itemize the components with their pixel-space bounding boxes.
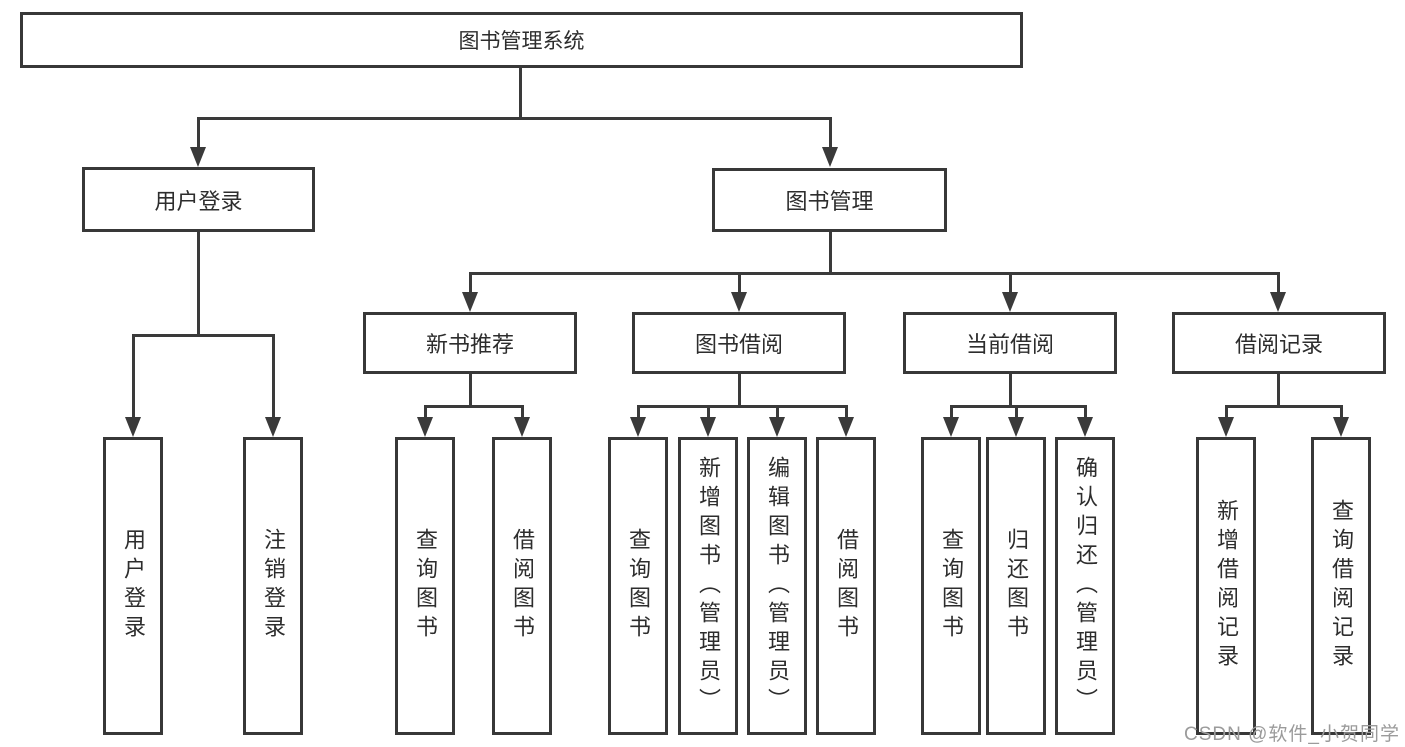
connector-line — [197, 117, 200, 149]
connector-line — [1009, 272, 1012, 294]
node-library-management-system: 图书管理系统 — [20, 12, 1023, 68]
leaf-logout: 注销登录 — [243, 437, 303, 735]
leaf-borrow-books: 借阅图书 — [816, 437, 876, 735]
arrow-down-icon — [943, 417, 959, 437]
connector-line — [197, 117, 831, 120]
leaf-query-books-current: 查询图书 — [921, 437, 981, 735]
arrow-down-icon — [1002, 292, 1018, 312]
node-user-login: 用户登录 — [82, 167, 315, 232]
node-new-book-recommendation: 新书推荐 — [363, 312, 577, 374]
arrow-down-icon — [1270, 292, 1286, 312]
connector-line — [707, 405, 710, 419]
connector-line — [424, 405, 524, 408]
arrow-down-icon — [514, 417, 530, 437]
arrow-down-icon — [462, 292, 478, 312]
connector-line — [521, 405, 524, 419]
arrow-down-icon — [630, 417, 646, 437]
leaf-add-borrow-record: 新增借阅记录 — [1196, 437, 1256, 735]
node-book-management: 图书管理 — [712, 168, 947, 232]
connector-line — [1277, 272, 1280, 294]
arrow-down-icon — [1077, 417, 1093, 437]
connector-line — [738, 272, 741, 294]
connector-line — [272, 334, 275, 419]
leaf-add-books-admin: 新增图书（管理员） — [678, 437, 738, 735]
connector-line — [950, 405, 953, 419]
leaf-confirm-return-admin: 确认归还（管理员） — [1055, 437, 1115, 735]
csdn-watermark: CSDN @软件_小贺同学 — [1184, 724, 1400, 745]
connector-line — [738, 374, 741, 406]
leaf-edit-books-admin: 编辑图书（管理员） — [747, 437, 807, 735]
connector-line — [424, 405, 427, 419]
node-borrowing-records: 借阅记录 — [1172, 312, 1386, 374]
connector-line — [197, 232, 200, 335]
connector-line — [845, 405, 848, 419]
arrow-down-icon — [769, 417, 785, 437]
arrow-down-icon — [417, 417, 433, 437]
node-current-borrowing: 当前借阅 — [903, 312, 1117, 374]
leaf-user-login: 用户登录 — [103, 437, 163, 735]
arrow-down-icon — [731, 292, 747, 312]
arrow-down-icon — [700, 417, 716, 437]
connector-line — [469, 272, 472, 294]
leaf-query-borrow-record: 查询借阅记录 — [1311, 437, 1371, 735]
connector-line — [1225, 405, 1343, 408]
connector-line — [1277, 374, 1280, 406]
connector-line — [776, 405, 779, 419]
connector-line — [132, 334, 135, 419]
arrow-down-icon — [822, 147, 838, 167]
arrow-down-icon — [265, 417, 281, 437]
arrow-down-icon — [125, 417, 141, 437]
node-book-borrowing: 图书借阅 — [632, 312, 846, 374]
connector-line — [519, 68, 522, 118]
leaf-return-books: 归还图书 — [986, 437, 1046, 735]
leaf-query-books-borrow: 查询图书 — [608, 437, 668, 735]
connector-line — [637, 405, 848, 408]
leaf-borrow-books-recommend: 借阅图书 — [492, 437, 552, 735]
arrow-down-icon — [190, 147, 206, 167]
connector-line — [637, 405, 640, 419]
connector-line — [1084, 405, 1087, 419]
connector-line — [829, 117, 832, 149]
connector-line — [829, 232, 832, 273]
arrow-down-icon — [1218, 417, 1234, 437]
arrow-down-icon — [1008, 417, 1024, 437]
leaf-query-books-recommend: 查询图书 — [395, 437, 455, 735]
connector-line — [469, 272, 1280, 275]
arrow-down-icon — [1333, 417, 1349, 437]
connector-line — [1225, 405, 1228, 419]
connector-line — [950, 405, 1087, 408]
connector-line — [1009, 374, 1012, 406]
connector-line — [1015, 405, 1018, 419]
arrow-down-icon — [838, 417, 854, 437]
connector-line — [469, 374, 472, 406]
connector-line — [132, 334, 275, 337]
connector-line — [1340, 405, 1343, 419]
